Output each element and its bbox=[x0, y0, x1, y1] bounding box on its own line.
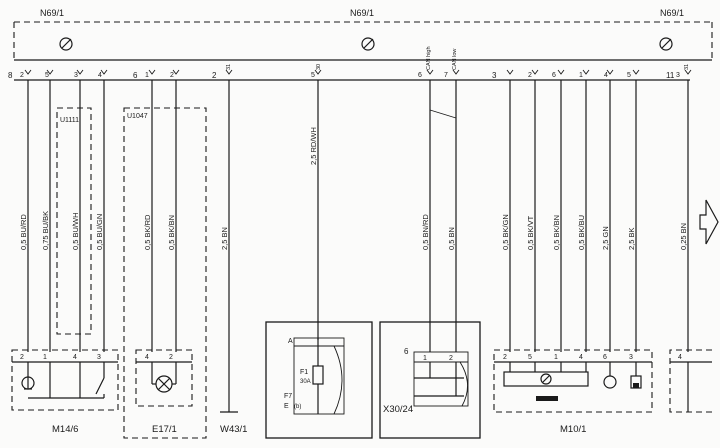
component-m10-1-label: M10/1 bbox=[560, 424, 586, 435]
wire-label: 0,5 BU/RD bbox=[19, 214, 28, 250]
x30-num6: 6 bbox=[404, 347, 409, 356]
clock-icon-left bbox=[59, 37, 73, 51]
clock-icon-center bbox=[361, 37, 375, 51]
top-pin: 5 bbox=[311, 72, 315, 79]
wire-label: 0,75 BU/BK bbox=[41, 211, 50, 250]
component-e17-1[interactable] bbox=[135, 349, 193, 407]
x30-pin: 2 bbox=[449, 355, 453, 362]
wire-label: 2,5 BN bbox=[220, 227, 229, 250]
component-continuation-right[interactable] bbox=[669, 349, 712, 413]
connector-x30-24[interactable] bbox=[379, 321, 481, 439]
wire-label: 0,5 BN/RD bbox=[421, 214, 430, 250]
signal-can-high: CAN high bbox=[426, 46, 432, 70]
module-label-center: N69/1 bbox=[350, 8, 374, 18]
splice-u1047[interactable] bbox=[123, 107, 207, 439]
e17-pin: 2 bbox=[169, 354, 173, 361]
right-pin: 4 bbox=[678, 354, 682, 361]
wire-label: 0,5 BU/GN bbox=[95, 214, 104, 250]
wire-label: 2,5 RD/WH bbox=[309, 127, 318, 165]
clock-icon-right bbox=[659, 37, 673, 51]
wire-label: 2,5 GN bbox=[601, 226, 610, 250]
wire-label: 0,5 BK/BN bbox=[167, 215, 176, 250]
m10-pin: 5 bbox=[528, 354, 532, 361]
fuse-label-f7: F7 bbox=[284, 393, 292, 400]
wire-label: 0,5 BK/VT bbox=[526, 215, 535, 250]
m10-pin: 2 bbox=[503, 354, 507, 361]
signal-31b: 31 bbox=[684, 64, 690, 70]
component-m10-1[interactable] bbox=[493, 349, 653, 413]
m14-pin: 4 bbox=[73, 354, 77, 361]
wire-label: 2,5 BK bbox=[627, 227, 636, 250]
m10-pin: 4 bbox=[579, 354, 583, 361]
control-module-n69-1[interactable] bbox=[13, 21, 713, 61]
ground-w43-1-label: W43/1 bbox=[220, 424, 247, 435]
wire-label: 0,5 BK/GN bbox=[501, 214, 510, 250]
top-pin: 3 bbox=[676, 72, 680, 79]
top-pin: 1 bbox=[145, 72, 149, 79]
splice-u1111-label: U1111 bbox=[60, 117, 79, 124]
pin-terminals bbox=[24, 69, 692, 75]
m14-pin: 1 bbox=[43, 354, 47, 361]
connector-8-label: 8 bbox=[8, 71, 13, 80]
top-pin: 7 bbox=[444, 72, 448, 79]
connector-2-label: 2 bbox=[212, 71, 217, 80]
connector-3-label: 3 bbox=[492, 71, 497, 80]
top-pin: 6 bbox=[418, 72, 422, 79]
m10-pin: 6 bbox=[603, 354, 607, 361]
component-m14-6[interactable] bbox=[11, 349, 119, 411]
wire-label: 0,5 BN bbox=[447, 227, 456, 250]
top-pin: 2 bbox=[20, 72, 24, 79]
m10-pin: 1 bbox=[554, 354, 558, 361]
signal-31: 31 bbox=[226, 64, 232, 70]
m14-pin: 2 bbox=[20, 354, 24, 361]
connector-6-label: 6 bbox=[133, 71, 138, 80]
wire-label: 0,5 BK/BU bbox=[577, 215, 586, 250]
top-pin: 4 bbox=[98, 72, 102, 79]
fuse-label-f1: F1 bbox=[300, 369, 308, 376]
top-pin: 2 bbox=[528, 72, 532, 79]
fuse-label-e: E bbox=[284, 403, 289, 410]
top-pin: 2 bbox=[170, 72, 174, 79]
connector-x30-24-label: X30/24 bbox=[383, 404, 413, 415]
top-pin: 3 bbox=[74, 72, 78, 79]
component-m14-6-label: M14/6 bbox=[52, 424, 78, 435]
top-pin: 5 bbox=[45, 72, 49, 79]
component-e17-1-label: E17/1 bbox=[152, 424, 177, 435]
splice-u1047-label: U1047 bbox=[127, 113, 148, 120]
m10-pin: 3 bbox=[629, 354, 633, 361]
signal-30: 30 bbox=[316, 64, 322, 70]
top-pin: 4 bbox=[604, 72, 608, 79]
connector-11-label: 11 bbox=[666, 71, 675, 80]
top-pin: 1 bbox=[579, 72, 583, 79]
top-pin: 5 bbox=[627, 72, 631, 79]
fuse-box-f7[interactable] bbox=[265, 321, 373, 439]
arrow-right-icon[interactable] bbox=[699, 199, 719, 245]
module-label-left: N69/1 bbox=[40, 8, 64, 18]
wire-label: 0,5 BK/BN bbox=[552, 215, 561, 250]
signal-can-low: CAN low bbox=[452, 49, 458, 70]
wires bbox=[27, 80, 689, 413]
fuse-label-amps: 30A bbox=[300, 379, 311, 385]
x30-pin: 1 bbox=[423, 355, 427, 362]
wire-label: 0,5 BU/WH bbox=[71, 212, 80, 250]
wire-label: 0,25 BN bbox=[679, 223, 688, 250]
wire-label: 0,5 BK/RD bbox=[143, 214, 152, 250]
fuse-label-b: (b) bbox=[294, 404, 301, 410]
module-label-right: N69/1 bbox=[660, 8, 684, 18]
e17-pin: 4 bbox=[145, 354, 149, 361]
fuse-label-a: A bbox=[288, 338, 293, 345]
m14-pin: 3 bbox=[97, 354, 101, 361]
top-pin: 6 bbox=[552, 72, 556, 79]
